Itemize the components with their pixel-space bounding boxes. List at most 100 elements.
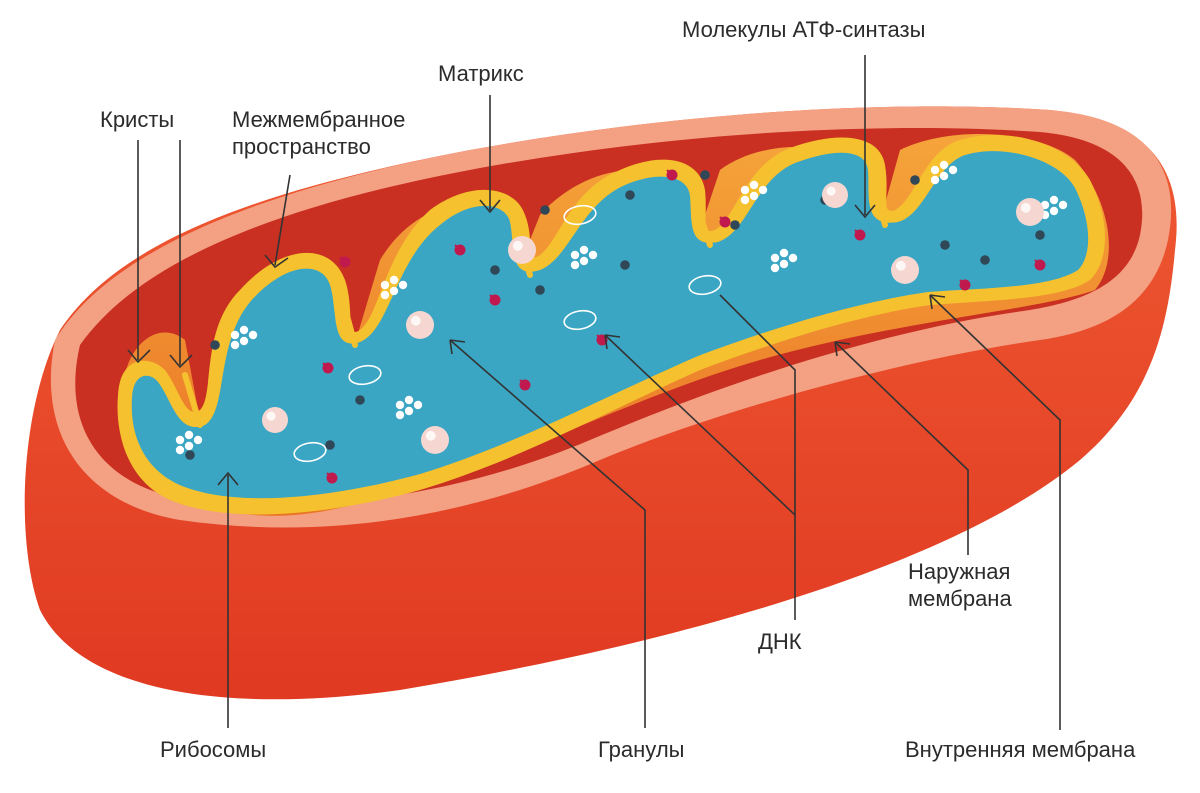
ribosome xyxy=(239,325,249,335)
granule xyxy=(730,220,740,230)
pointer-atp-synthase xyxy=(854,55,876,219)
pointer-dna xyxy=(604,294,796,620)
ribosome xyxy=(770,263,780,273)
dna-ring xyxy=(563,204,597,226)
dna-ring xyxy=(293,441,327,463)
granule xyxy=(325,440,335,450)
ribosome xyxy=(389,275,399,285)
label-outer-membrane: Наружная мембрана xyxy=(908,558,1012,612)
ribosome xyxy=(579,256,589,266)
label-inner-membrane: Внутренняя мембрана xyxy=(905,736,1135,763)
ribosome xyxy=(939,171,949,181)
pointer-inner-membrane xyxy=(929,294,1061,730)
ribosome xyxy=(770,253,780,263)
granule-vesicle xyxy=(262,407,288,433)
ribosome xyxy=(1049,195,1059,205)
ribosome xyxy=(230,340,240,350)
ribosome xyxy=(570,260,580,270)
dna-rings xyxy=(293,204,722,463)
granule xyxy=(940,240,950,250)
ribosome xyxy=(749,191,759,201)
ribosome xyxy=(930,165,940,175)
label-ribosomes-text: Рибосомы xyxy=(160,737,267,762)
ribosome xyxy=(570,250,580,260)
pointer-cristae-2 xyxy=(169,140,193,369)
ribosome xyxy=(758,185,768,195)
ribosome xyxy=(175,435,185,445)
ribosome xyxy=(579,245,589,255)
atp-synthase xyxy=(322,362,334,374)
dna-ring xyxy=(688,274,722,296)
granule xyxy=(490,265,500,275)
granule-vesicle-highlight xyxy=(425,430,436,441)
ribosome xyxy=(184,430,194,440)
dna-ring xyxy=(348,364,382,386)
ribosome xyxy=(930,175,940,185)
pointer-matrix xyxy=(479,95,501,214)
label-inner-membrane-text: Внутренняя мембрана xyxy=(905,737,1136,762)
atp-synthase xyxy=(339,256,351,268)
ribosome xyxy=(175,445,185,455)
granule xyxy=(210,340,220,350)
atp-synthase xyxy=(519,379,531,391)
ribosome xyxy=(184,441,194,451)
label-granules-text: Гранулы xyxy=(598,737,685,762)
atp-synthase xyxy=(326,472,338,484)
atp-synthase xyxy=(454,244,466,256)
pointer-cristae-1 xyxy=(127,140,151,364)
label-dna-text: ДНК xyxy=(758,629,802,654)
ribosome xyxy=(239,336,249,346)
granule-vesicle xyxy=(891,256,919,284)
ribosome xyxy=(395,400,405,410)
ribosome xyxy=(398,280,408,290)
granule xyxy=(620,260,630,270)
ribosome xyxy=(1058,200,1068,210)
atp-synthase xyxy=(1034,259,1046,271)
ribosome xyxy=(380,290,390,300)
label-cristae: Кристы xyxy=(100,106,174,133)
ribosome xyxy=(779,248,789,258)
pointer-ribosomes xyxy=(217,471,239,728)
granule-vesicle xyxy=(1016,198,1044,226)
ribosome xyxy=(230,330,240,340)
granule-vesicle-highlight xyxy=(826,186,836,196)
label-intermembrane-line1: Межмембранное xyxy=(232,107,406,132)
granule-vesicle xyxy=(822,182,848,208)
ribosomes xyxy=(175,160,1068,455)
granule-vesicle xyxy=(508,236,536,264)
label-matrix-text: Матрикс xyxy=(438,61,524,86)
ribosome xyxy=(413,400,423,410)
granule-vesicle-highlight xyxy=(1020,202,1031,213)
ribosome xyxy=(404,395,414,405)
atp-synthase-molecules xyxy=(322,169,1046,484)
label-cristae-text: Кристы xyxy=(100,107,175,132)
atp-synthase xyxy=(959,279,971,291)
label-dna: ДНК xyxy=(758,628,802,655)
label-intermembrane-space: Межмембранное пространство xyxy=(232,106,405,160)
ribosome xyxy=(939,160,949,170)
ribosome xyxy=(740,185,750,195)
granule xyxy=(355,395,365,405)
pointer-lines xyxy=(127,55,1061,730)
granule xyxy=(980,255,990,265)
granule-vesicle xyxy=(406,311,434,339)
granule xyxy=(540,205,550,215)
label-matrix: Матрикс xyxy=(438,60,524,87)
pointer-intermembrane xyxy=(264,174,291,269)
granule xyxy=(700,170,710,180)
ribosome xyxy=(588,250,598,260)
granule-vesicle-highlight xyxy=(512,240,523,251)
atp-synthase xyxy=(719,216,731,228)
granule-vesicles xyxy=(262,182,1044,454)
label-granules: Гранулы xyxy=(598,736,684,763)
granule xyxy=(1035,230,1045,240)
granule xyxy=(185,450,195,460)
granule-vesicle-highlight xyxy=(266,411,276,421)
pointer-outer-membrane xyxy=(834,341,969,555)
matrix xyxy=(131,151,1089,499)
ribosome xyxy=(788,253,798,263)
ribosome xyxy=(404,406,414,416)
ribosome xyxy=(248,330,258,340)
